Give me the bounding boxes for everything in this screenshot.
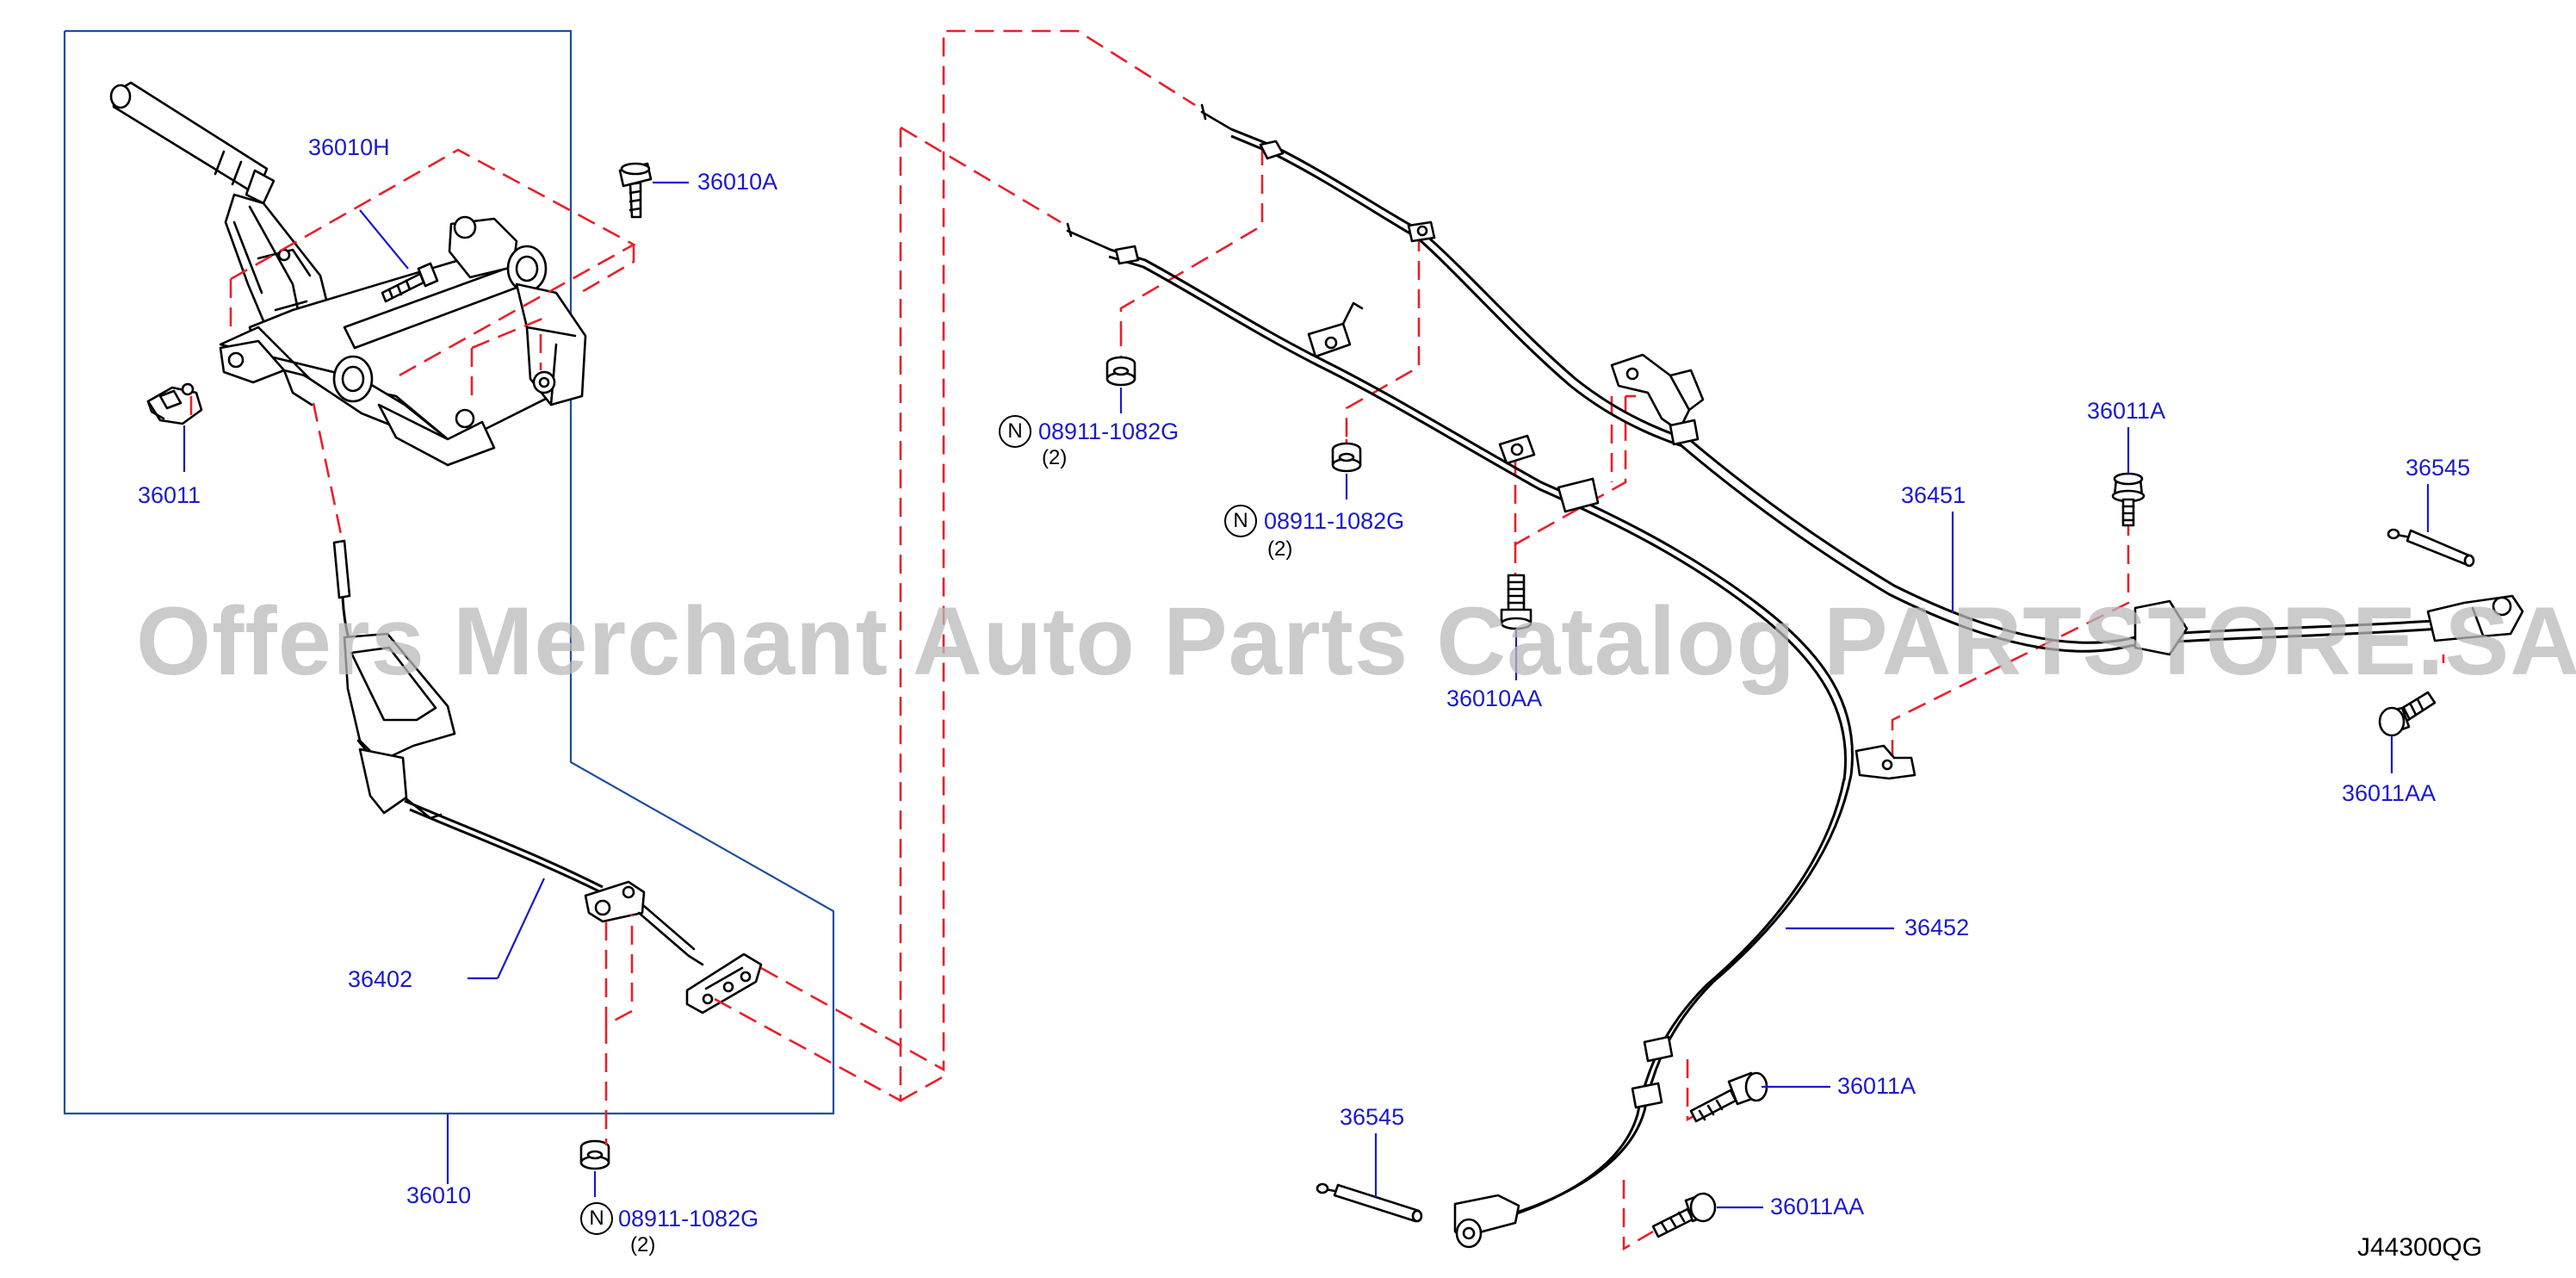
brake-lever-assembly — [109, 81, 587, 467]
bolt-36010h — [381, 262, 439, 303]
nut-top2 — [1331, 442, 1362, 473]
bolt-36011aa-bottom — [1651, 1192, 1717, 1238]
label-36451[interactable]: 36451 — [1901, 482, 1966, 508]
label-36011aa-right[interactable]: 36011AA — [2342, 780, 2437, 806]
front-cable-36402 — [332, 539, 763, 1014]
label-nut-top2[interactable]: 08911-1082G — [1264, 508, 1405, 534]
label-36011[interactable]: 36011 — [138, 482, 201, 508]
bolt-36010a — [618, 162, 653, 219]
leader-36402-b — [497, 878, 545, 979]
label-nut-bottom[interactable]: 08911-1082G — [618, 1206, 759, 1231]
nut-bottom — [579, 1139, 610, 1170]
rear-cable-36452 — [1066, 222, 1917, 1249]
label-36452[interactable]: 36452 — [1904, 915, 1970, 940]
nut-symbol-top2: N — [1224, 505, 1257, 537]
nut-symbol-bottom: N — [580, 1202, 613, 1235]
rear-cable-36451 — [1200, 103, 2524, 656]
pin-36545-bottom — [1316, 1182, 1423, 1223]
qty-nut-bottom: (2) — [630, 1233, 656, 1256]
bolt-36011a-top — [2111, 472, 2146, 527]
label-36402[interactable]: 36402 — [348, 966, 413, 992]
label-36011aa-bottom[interactable]: 36011AA — [1770, 1194, 1865, 1219]
label-36010h[interactable]: 36010H — [308, 134, 390, 160]
label-36010[interactable]: 36010 — [406, 1182, 472, 1208]
label-36545-top[interactable]: 36545 — [2406, 455, 2471, 481]
assembly-guide-lines — [189, 29, 2445, 1251]
clip-36011 — [146, 382, 203, 425]
assembly-outline-36010 — [63, 29, 835, 1115]
label-36010aa[interactable]: 36010AA — [1446, 686, 1543, 711]
qty-nut-top2: (2) — [1267, 537, 1293, 561]
label-36011a-bottom[interactable]: 36011A — [1837, 1073, 1917, 1099]
leader-36010H — [359, 209, 409, 270]
label-36011a-top[interactable]: 36011A — [2087, 398, 2166, 424]
nut-top1 — [1105, 356, 1136, 387]
diagram-code: J44300QG — [2357, 1233, 2483, 1262]
label-36545-bottom[interactable]: 36545 — [1340, 1104, 1405, 1130]
label-nut-top1[interactable]: 08911-1082G — [1038, 419, 1180, 444]
watermark: Offers Merchant Auto Parts Catalog PARTS… — [136, 587, 2576, 695]
qty-nut-top1: (2) — [1042, 446, 1068, 469]
bolt-36011a-bottom — [1689, 1071, 1768, 1123]
pin-36545-top — [2387, 528, 2475, 568]
nut-symbol-top1: N — [999, 415, 1031, 448]
label-36010a[interactable]: 36010A — [697, 169, 778, 195]
bolt-36011aa-right — [2378, 691, 2437, 737]
